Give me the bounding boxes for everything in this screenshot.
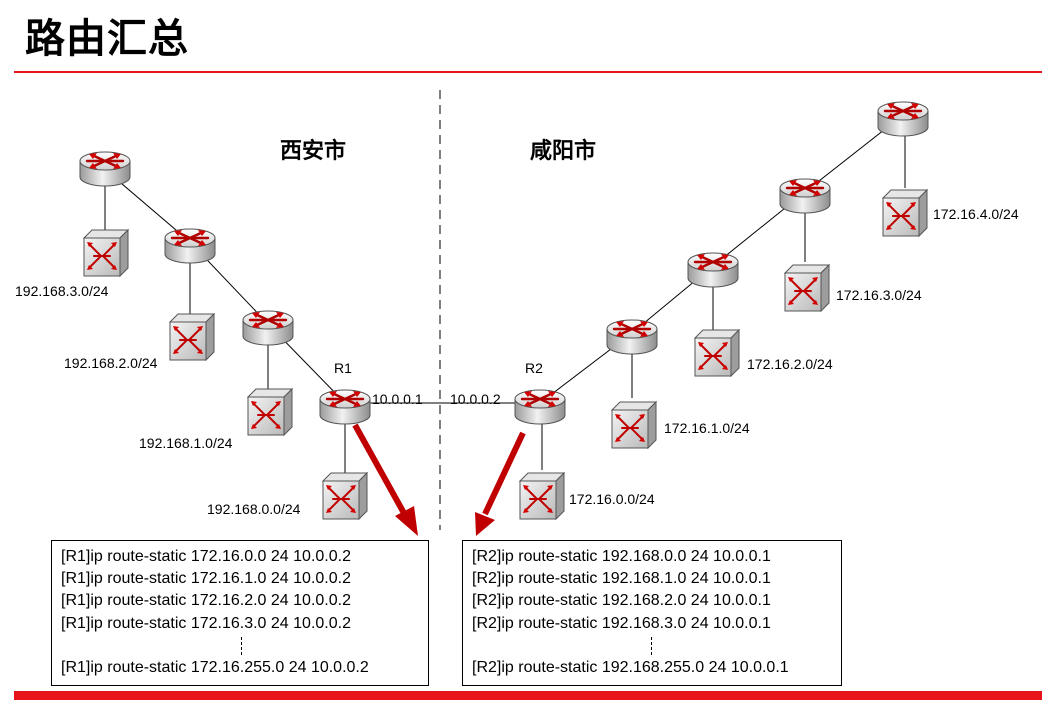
router-xianyang-3 (778, 177, 832, 215)
config-line: [R2]ip route-static 192.168.255.0 24 10.… (472, 659, 789, 676)
config-line: [R1]ip route-static 172.16.0.0 24 10.0.0… (61, 548, 351, 565)
router-xianyang-4 (876, 100, 930, 138)
config-line: [R1]ip route-static 172.16.255.0 24 10.0… (61, 659, 369, 676)
switch-192-168-0 (322, 472, 368, 520)
switch-192-168-1 (247, 388, 293, 436)
router-r1-label: R1 (334, 360, 352, 376)
config-box-r2: [R2]ip route-static 192.168.0.0 24 10.0.… (462, 540, 842, 686)
network-label-192-168-0: 192.168.0.0/24 (207, 501, 301, 517)
config-line: [R2]ip route-static 192.168.1.0 24 10.0.… (472, 570, 771, 587)
router-r2-label: R2 (525, 360, 543, 376)
network-label-172-16-3: 172.16.3.0/24 (836, 287, 922, 303)
config-box-r1: [R1]ip route-static 172.16.0.0 24 10.0.0… (51, 540, 429, 686)
config-line: [R1]ip route-static 172.16.3.0 24 10.0.0… (61, 615, 351, 632)
switch-172-16-4 (882, 189, 928, 237)
switch-172-16-0 (519, 472, 565, 520)
config-line: [R2]ip route-static 192.168.3.0 24 10.0.… (472, 615, 771, 632)
region-label-right: 咸阳市 (530, 138, 596, 164)
router-xian-3 (241, 309, 295, 347)
network-label-172-16-4: 172.16.4.0/24 (933, 206, 1019, 222)
page-title: 路由汇总 (25, 16, 189, 62)
network-label-172-16-0: 172.16.0.0/24 (569, 491, 655, 507)
switch-192-168-3 (83, 229, 129, 277)
title-rule (14, 71, 1042, 73)
config-line: [R1]ip route-static 172.16.1.0 24 10.0.0… (61, 570, 351, 587)
config-line: [R2]ip route-static 192.168.0.0 24 10.0.… (472, 548, 771, 565)
router-xianyang-1 (605, 318, 659, 356)
config-line: [R2]ip route-static 192.168.2.0 24 10.0.… (472, 592, 771, 609)
switch-172-16-1 (611, 401, 657, 449)
network-label-192-168-3: 192.168.3.0/24 (15, 283, 109, 299)
arrow-r2-to-config (475, 431, 526, 536)
network-label-172-16-1: 172.16.1.0/24 (664, 420, 750, 436)
network-label-192-168-2: 192.168.2.0/24 (64, 355, 158, 371)
config-line: [R1]ip route-static 172.16.2.0 24 10.0.0… (61, 592, 351, 609)
switch-172-16-3 (784, 264, 830, 312)
ellipsis-vertical (241, 637, 242, 655)
router-xianyang-2 (686, 251, 740, 289)
network-label-192-168-1: 192.168.1.0/24 (139, 435, 233, 451)
r2-interface-ip: 10.0.0.2 (450, 391, 501, 407)
footer-bar (14, 691, 1042, 700)
router-r1 (318, 388, 372, 426)
ellipsis-vertical (651, 637, 652, 655)
network-label-172-16-2: 172.16.2.0/24 (747, 356, 833, 372)
r1-interface-ip: 10.0.0.1 (372, 391, 423, 407)
router-xian-1 (78, 150, 132, 188)
router-xian-2 (163, 227, 217, 265)
arrow-r1-to-config (352, 423, 418, 536)
region-label-left: 西安市 (280, 138, 346, 164)
switch-172-16-2 (694, 329, 740, 377)
switch-192-168-2 (169, 313, 215, 361)
router-r2 (513, 388, 567, 426)
